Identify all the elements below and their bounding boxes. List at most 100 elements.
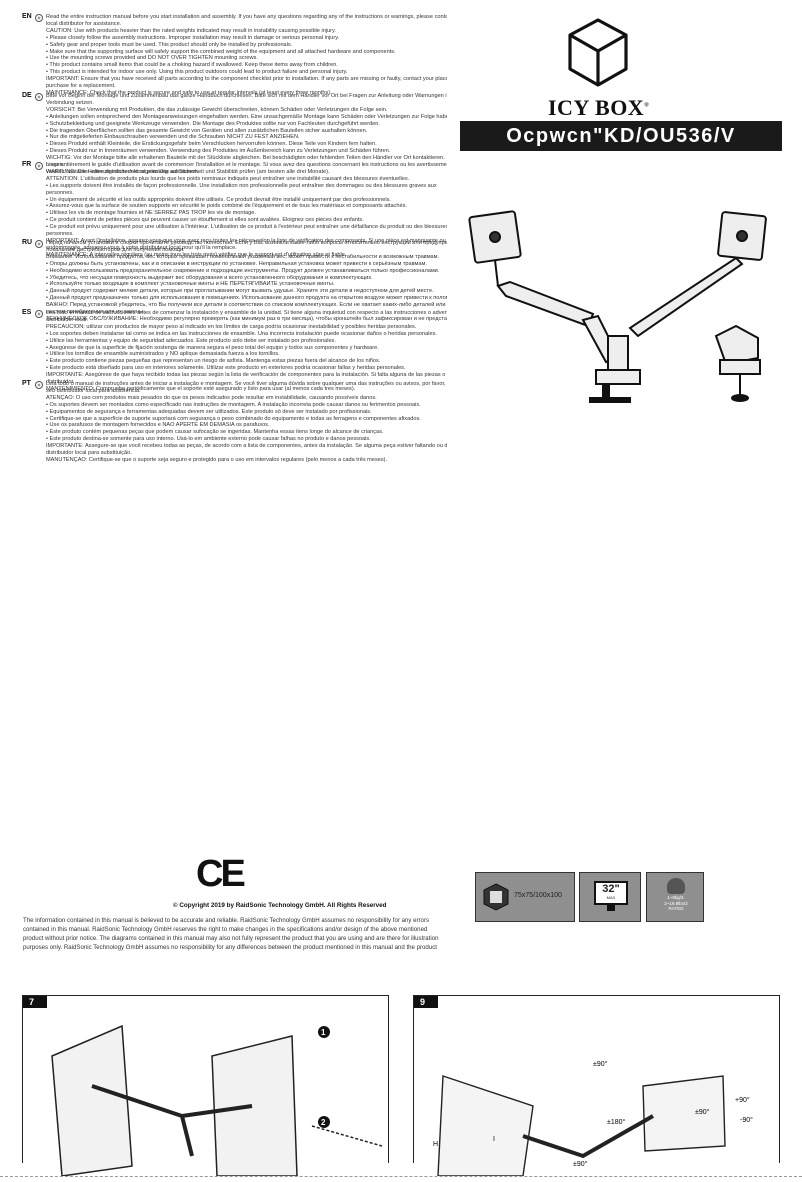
text-line: • Este produto contém pequenas peças que… [46, 429, 384, 436]
text-line: • Nur die mitgelieferten Einbauschrauben… [46, 134, 300, 141]
text-line: • Utilice los tornillos de ensamble sumi… [46, 351, 280, 358]
product-illustration [468, 210, 767, 403]
text-line: MANTENIMIENTO: Compruebe periódicamente … [46, 385, 356, 392]
part-label-h: H [433, 1141, 438, 1148]
brand-name: ICY BOX® [548, 95, 649, 121]
text-line: personnes. [46, 231, 74, 238]
text-line: • Safety gear and proper tools must be u… [46, 41, 293, 48]
text-line: • Make sure that the supporting surface … [46, 48, 396, 55]
text-line: • Utilice las herramientas y equipo de s… [46, 337, 336, 344]
lang-block-es: ES Lea todo el manual de instrucciones a… [22, 309, 447, 393]
flag-icon [35, 14, 43, 22]
lang-code: FR [22, 161, 32, 168]
text-line: • Dieses Produkt nur in Innenräumen verw… [46, 148, 391, 155]
text-line: Bitte vor Beginn der Montage und Zusamme… [46, 93, 447, 99]
text-line: MAINTENANCE: Check that the product is s… [46, 89, 332, 96]
text-line: hingen. [46, 162, 65, 169]
step-number: 7 [23, 996, 47, 1008]
text-line: • Используйте только входящие в комплект… [46, 281, 335, 288]
part-label-i: I [493, 1136, 495, 1143]
text-line: • This product is intended for indoor us… [46, 69, 348, 76]
brand-text: ICY BOX [548, 95, 645, 120]
lang-block-fr: FR Lisez entièrement le guide d'utilisat… [22, 161, 447, 259]
step-9-illustration: ±90° ±90° ±180° ±90° +90° -90° H I [433, 1060, 753, 1176]
text-line: IMPORTANTE: Asegúrese de que haya recibi… [46, 372, 447, 379]
lang-code: DE [22, 92, 32, 99]
text-line: WARTUNG: Die Halterungssicherheit regelm… [46, 168, 330, 175]
lang-block-de: DE Bitte vor Beginn der Montage und Zusa… [22, 92, 447, 176]
text-line: • Убедитесь, что несущая поверхность выд… [46, 274, 373, 281]
text-line: ТЕХНИЧЕСКОЕ ОБСЛУЖИВАНИЕ: Необходимо рег… [46, 315, 447, 322]
text-line: • Schutzbekleidung und geeignete Werkzeu… [46, 120, 380, 127]
lang-block-pt: PT Leia todo o manual de instruções ante… [22, 380, 447, 464]
text-line: WICHTIG: Vor der Montage bitte alle erha… [46, 155, 445, 162]
vesa-size-text: 75x75/100x100 [514, 892, 562, 899]
text-line: • Certifique-se que a superfície de supo… [46, 415, 421, 422]
weight-icon [667, 878, 685, 894]
text-line: IMPORTANT: Avant l'installation, assurez… [46, 237, 446, 244]
text-line: • Les supports doivent être installés de… [46, 182, 437, 189]
text-line: MAINTENANCE: A intervalles réguliers (au… [46, 251, 347, 258]
step-number: 9 [414, 996, 438, 1008]
weight-range-kg: 1~9kg/2. [667, 895, 685, 900]
text-line: MANUTENÇÃO: Certifique-se que o suporte … [46, 456, 388, 463]
flag-icon [35, 93, 43, 101]
text-line: местом приобретения для их замены. [46, 309, 145, 316]
tilt-down-label: -90° [740, 1116, 753, 1124]
weight-rated-label: RATED [668, 906, 684, 911]
text-line: Leia todo o manual de instruções antes d… [46, 381, 447, 387]
callout-1: 1 [321, 1028, 326, 1037]
lang-block-ru: RU Перед началом установки и сборки проч… [22, 239, 447, 323]
text-line: • Un équipement de sécurité et les outil… [46, 196, 391, 203]
screen-size-value: 32" [602, 883, 620, 895]
text-line: local distributor for assistance. [46, 20, 122, 27]
text-line: • Данный продукт предназначен только для… [46, 295, 447, 302]
text-line: personnes. [46, 189, 74, 196]
flag-icon [35, 162, 43, 170]
step-7-panel: 7 [22, 995, 389, 1163]
rotation-label: ±180° [607, 1118, 626, 1126]
monitor-stand-icon [607, 905, 615, 911]
model-banner: Ocpwcn"KD/OU536/V [460, 121, 782, 151]
text-line: • This product contains small items that… [46, 62, 338, 69]
text-line: Verbindung setzen. [46, 99, 94, 106]
text-line: seu distribuidor local para assistência. [46, 387, 141, 394]
flag-icon [35, 310, 43, 318]
text-line: Внимание: Использование продуктов, вес к… [46, 253, 440, 260]
screen-size-max-label: MAX [606, 895, 616, 900]
callout-2: 2 [321, 1118, 326, 1127]
text-line: • Os suportes devem ser montados como es… [46, 401, 421, 408]
text-line: ATTENTION: L'utilisation de produits plu… [46, 175, 410, 182]
text-line: distribuidor. [46, 379, 75, 386]
text-line: Lea todo el manual de instrucciones ante… [46, 310, 447, 316]
brand-registered-mark: ® [644, 102, 650, 109]
text-line: distribuidor local. [46, 316, 88, 323]
vesa-badge: 75x75/100x100 [475, 872, 575, 922]
text-line: VORSICHT: Bei Verwendung mit Produkten, … [46, 106, 388, 113]
tilt-up-label: +90° [735, 1096, 750, 1104]
text-line: • Equipamentos de segurança e ferramenta… [46, 408, 372, 415]
ce-mark: CE [196, 853, 246, 895]
text-line: • Необходимо использовать предохранитель… [46, 267, 440, 274]
step-7-illustration: 1 2 [51, 1024, 383, 1176]
lang-code: ES [22, 309, 32, 316]
disclaimer-text: The information contained in this manual… [23, 917, 439, 951]
text-line: Read the entire instruction manual befor… [46, 14, 447, 20]
text-line: • Asegúrese de que la superficie de fija… [46, 344, 379, 351]
text-line: • Este produto destina-se somente para u… [46, 436, 371, 443]
lang-code: PT [22, 380, 31, 387]
text-line: endommagée, adressez-vous à votre distri… [46, 244, 237, 251]
text-line: veuillez contacter votre distributeur lo… [46, 168, 199, 175]
text-line: distribuidor local para substituição. [46, 450, 132, 457]
weight-range-lbs: 2~19.8lbs/2 [664, 900, 688, 906]
monitor-icon: 32" MAX [594, 881, 628, 905]
text-line: • Los soportes deben instalarse tal como… [46, 330, 437, 337]
text-line: • Assurez-vous que la surface de soutien… [46, 203, 407, 210]
flag-icon [35, 381, 43, 389]
text-line: Перед началом установки и сборки прочита… [46, 240, 447, 246]
weight-badge: 1~9kg/2. 2~19.8lbs/2 RATED [646, 872, 704, 922]
text-line: • Die tragenden Oberflächen sollten das … [46, 127, 368, 134]
flag-icon [35, 240, 43, 248]
text-line: IMPORTANTE: Assegure-se que você recebeu… [46, 443, 447, 450]
text-line: • Use os parafusos de montagem fornecido… [46, 422, 270, 429]
